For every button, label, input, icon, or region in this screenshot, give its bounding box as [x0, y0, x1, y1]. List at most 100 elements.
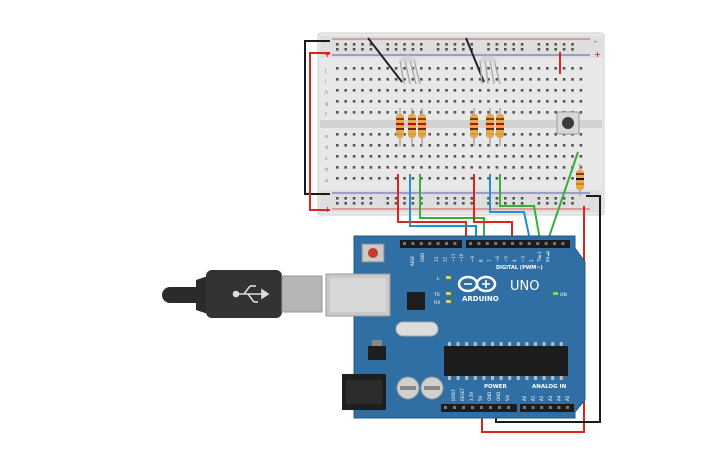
header-hole — [561, 242, 565, 245]
breadboard-hole — [495, 177, 499, 180]
rgb-led-2[interactable] — [465, 37, 501, 85]
breadboard-hole — [378, 111, 381, 114]
rail-hole — [537, 202, 541, 205]
breadboard-hole — [554, 111, 557, 114]
rail-hole — [403, 202, 406, 205]
rail-hole — [411, 43, 415, 46]
breadboard-hole — [462, 78, 465, 81]
breadboard-hole — [512, 89, 515, 92]
breadboard-hole — [546, 144, 549, 147]
breadboard-hole — [411, 155, 415, 158]
resistor[interactable] — [486, 108, 494, 146]
analog-label: ANALOG IN — [532, 384, 567, 390]
rgb-led-1[interactable] — [367, 37, 421, 85]
led2-legs — [479, 59, 501, 85]
rail-hole — [453, 202, 457, 205]
resistor[interactable] — [496, 108, 504, 146]
breadboard-hole — [529, 100, 532, 103]
breadboard-hole — [562, 67, 566, 70]
breadboard-hole — [504, 111, 507, 114]
header-hole — [566, 406, 569, 409]
resistors — [396, 108, 584, 196]
rail-hole — [495, 197, 499, 200]
breadboard-hole — [361, 155, 364, 158]
rail-hole — [445, 197, 448, 200]
breadboard-hole — [352, 67, 356, 70]
breadboard-hole — [554, 177, 557, 180]
chip-pin — [516, 376, 520, 380]
breadboard-hole — [369, 89, 373, 92]
header-hole — [445, 242, 448, 245]
header-hole — [411, 242, 415, 245]
breadboard-hole — [546, 78, 549, 81]
breadboard-hole — [470, 177, 473, 180]
chip-pin — [525, 342, 529, 346]
resistor[interactable] — [576, 164, 584, 196]
header-hole — [471, 406, 474, 409]
breadboard-hole — [571, 144, 574, 147]
analog-header[interactable] — [520, 404, 574, 412]
rail-hole — [571, 202, 574, 205]
breadboard-hole — [378, 177, 381, 180]
resistor[interactable] — [418, 108, 426, 146]
rail-plus-symbol: + — [324, 50, 331, 59]
rail-hole — [462, 202, 465, 205]
rail-hole — [487, 197, 490, 200]
power-pin-label: 3.3V — [469, 392, 474, 401]
breadboard-hole — [453, 89, 457, 92]
digital-pin-label: ~3 — [520, 256, 525, 262]
rail-hole — [344, 197, 347, 200]
breadboard-hole — [361, 166, 364, 169]
breadboard-hole — [529, 166, 532, 169]
rail-hole — [512, 197, 515, 200]
rail-hole — [554, 202, 557, 205]
breadboard-hole — [386, 166, 389, 169]
rail-hole — [361, 43, 364, 46]
breadboard-hole — [369, 133, 373, 136]
rail-hole — [445, 202, 448, 205]
breadboard-hole — [336, 133, 339, 136]
digital-pin-label: 4 — [512, 259, 517, 262]
pushbutton-cap — [562, 117, 574, 129]
breadboard-hole — [504, 78, 507, 81]
usb-cable[interactable] — [162, 270, 323, 318]
breadboard-hole — [378, 144, 381, 147]
breadboard-hole — [520, 155, 524, 158]
breadboard-hole — [453, 144, 457, 147]
led-l — [446, 276, 451, 279]
rail-hole — [537, 197, 541, 200]
breadboard-hole — [336, 78, 339, 81]
breadboard-hole — [504, 89, 507, 92]
breadboard-hole — [403, 133, 406, 136]
breadboard-hole — [487, 177, 490, 180]
pushbutton[interactable] — [556, 111, 580, 135]
breadboard-hole — [562, 166, 566, 169]
breadboard-hole — [487, 144, 490, 147]
breadboard-hole — [579, 144, 583, 147]
power-pin-label: RESET — [460, 388, 465, 401]
rail-hole — [546, 202, 549, 205]
resistor[interactable] — [408, 108, 416, 146]
breadboard-hole — [579, 78, 583, 81]
breadboard-hole — [520, 166, 524, 169]
rail-hole — [562, 197, 566, 200]
resistor[interactable] — [470, 108, 478, 146]
power-header[interactable] — [441, 404, 517, 412]
rail-hole — [420, 197, 423, 200]
breadboard-hole — [512, 166, 515, 169]
breadboard-hole — [445, 67, 448, 70]
wire-black-left-loop — [304, 40, 330, 195]
row-letter: a — [325, 178, 328, 184]
resistor[interactable] — [396, 108, 404, 146]
breadboard-hole — [462, 166, 465, 169]
breadboard-hole — [554, 155, 557, 158]
digital-header-right[interactable] — [466, 240, 570, 248]
breadboard-hole — [470, 155, 473, 158]
wire-red-led2 — [473, 174, 513, 240]
header-hole — [453, 406, 456, 409]
breadboard-hole — [344, 177, 347, 180]
breadboard-hole — [352, 89, 356, 92]
breadboard-hole — [537, 144, 541, 147]
header-hole — [436, 242, 440, 245]
